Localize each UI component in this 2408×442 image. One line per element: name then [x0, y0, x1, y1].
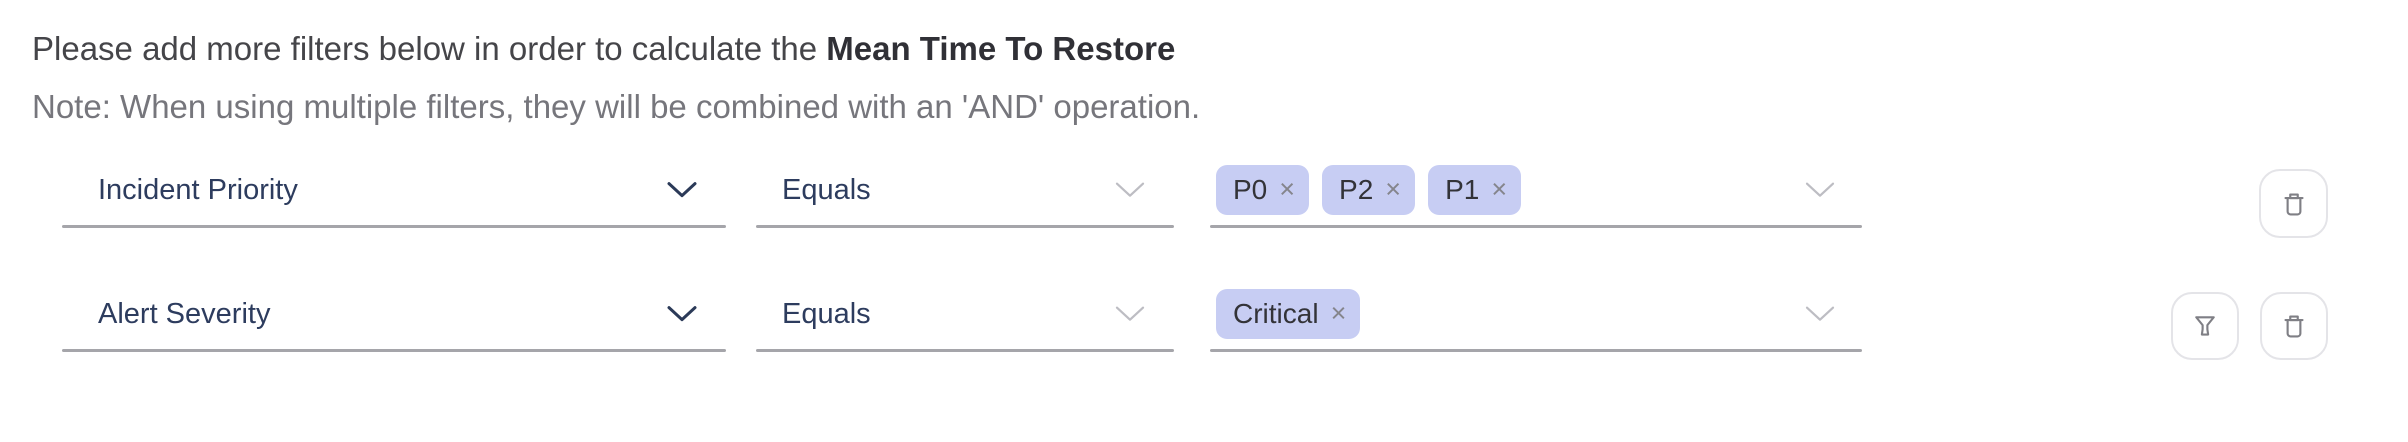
chevron-down-icon: [1805, 182, 1835, 197]
instructions-intro: Please add more filters below in order t…: [32, 30, 827, 67]
remove-tag-icon[interactable]: ×: [1385, 173, 1402, 204]
value-tag-label: P2: [1339, 174, 1374, 205]
instructions-text: Please add more filters below in order t…: [32, 28, 1175, 70]
value-tag: P0 ×: [1216, 165, 1310, 215]
value-tag: P1 ×: [1428, 165, 1522, 215]
field-select-value: Alert Severity: [98, 297, 271, 330]
operator-select[interactable]: Equals: [756, 152, 1174, 228]
operator-select[interactable]: Equals: [756, 276, 1174, 352]
remove-tag-icon[interactable]: ×: [1279, 173, 1296, 204]
chevron-down-icon: [1115, 182, 1145, 197]
delete-filter-button[interactable]: [2259, 169, 2328, 238]
value-tag: Critical ×: [1216, 289, 1361, 339]
value-tag-label: P0: [1233, 174, 1268, 205]
field-select-value: Incident Priority: [98, 173, 298, 206]
chevron-down-icon: [1805, 306, 1835, 321]
remove-tag-icon[interactable]: ×: [1330, 297, 1347, 328]
value-tag-label: P1: [1445, 174, 1480, 205]
apply-filter-button[interactable]: [2171, 292, 2239, 360]
value-tag: P2 ×: [1322, 165, 1416, 215]
selected-values: P0 × P2 × P1 ×: [1216, 165, 1522, 215]
funnel-icon: [2195, 316, 2215, 336]
and-operation-note: Note: When using multiple filters, they …: [32, 88, 1201, 125]
remove-tag-icon[interactable]: ×: [1491, 173, 1508, 204]
field-select[interactable]: Alert Severity: [62, 276, 726, 352]
chevron-down-icon: [667, 182, 697, 198]
delete-filter-button[interactable]: [2260, 292, 2328, 360]
operator-select-value: Equals: [782, 297, 871, 330]
selected-values: Critical ×: [1216, 289, 1361, 339]
values-multiselect[interactable]: Critical ×: [1210, 276, 1862, 352]
values-multiselect[interactable]: P0 × P2 × P1 ×: [1210, 152, 1862, 228]
trash-icon: [2284, 315, 2304, 338]
chevron-down-icon: [667, 306, 697, 322]
trash-icon: [2283, 192, 2304, 215]
value-tag-label: Critical: [1233, 298, 1319, 329]
operator-select-value: Equals: [782, 173, 871, 206]
field-select[interactable]: Incident Priority: [62, 152, 726, 228]
chevron-down-icon: [1115, 306, 1145, 321]
metric-name: Mean Time To Restore: [826, 30, 1176, 67]
